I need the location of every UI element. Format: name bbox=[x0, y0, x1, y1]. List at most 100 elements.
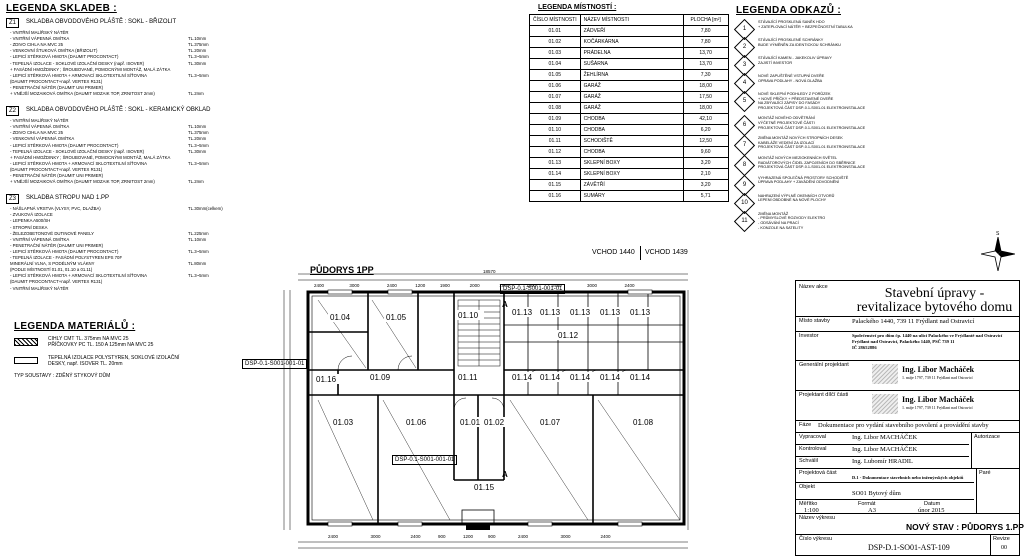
room-label: 01.06 bbox=[406, 418, 427, 427]
room-name: GARÁŽ bbox=[579, 80, 684, 92]
composition-title: SKLADBA STROPU NAD 1.PP bbox=[26, 195, 110, 202]
composition-layer: - PENETRAČNÍ NÁTĚR (DAUMIT UNI PRIMER) bbox=[10, 242, 104, 248]
dimension-label: 1900 bbox=[499, 283, 510, 288]
tb-drawn: Ing. Libor MACHÁČEK bbox=[852, 434, 918, 441]
room-label: 01.13 bbox=[600, 308, 621, 317]
composition-layer: - VNITŘNÍ VÁPENNÁ OMÍTKA bbox=[10, 36, 70, 42]
tb-label: Datum bbox=[924, 501, 941, 507]
room-label: 01.14 bbox=[512, 373, 533, 382]
section-ref-code: DSP-0.1-S001-001-01 bbox=[392, 455, 458, 465]
reference-number-text: 8 bbox=[742, 162, 747, 168]
tb-checked: Ing. Libor MACHÁČEK bbox=[852, 446, 918, 453]
tb-label: Projektová část bbox=[799, 470, 837, 476]
composition-thickness: TL.10mm bbox=[188, 236, 207, 242]
room-name: SUŠÁRNA bbox=[579, 58, 684, 70]
composition-layer: - TEPELNÁ IZOLACE - FASÁDNÍ POLYSTYREN E… bbox=[10, 255, 123, 260]
room-name: ZÁVĚTŘÍ bbox=[579, 179, 684, 191]
tb-drawing-no: DSP-D.1-SO01-AST-109 bbox=[868, 543, 950, 552]
room-number: 01.11 bbox=[529, 135, 581, 147]
room-number: 01.06 bbox=[529, 80, 581, 92]
section-ref-label: DSP-0.1-S001-001-01 bbox=[392, 448, 458, 466]
room-number: 01.15 bbox=[529, 179, 581, 191]
project-title: Stavební úpravy - revitalizace bytového … bbox=[856, 286, 1013, 315]
material-swatch-insulation bbox=[14, 357, 38, 364]
reference-number: 6 bbox=[733, 115, 756, 137]
tb-label: Revize bbox=[993, 536, 1010, 542]
room-area: 12,50 bbox=[682, 135, 729, 147]
reference-number-text: 9 bbox=[742, 181, 747, 188]
composition-layer: (PODLE MÍSTNOSTÍ 01.01, 01.10 a 01.11) bbox=[10, 267, 93, 273]
room-label: 01.13 bbox=[570, 308, 591, 317]
tb-part: D.1 - Dokumentace stavebních nebo inžený… bbox=[852, 475, 964, 480]
composition-layer: (DAUMIT PROCONTACT+např. VERTEX R131) bbox=[10, 279, 103, 285]
reference-number-text: 7 bbox=[742, 142, 747, 149]
composition-layer: MINERÁLNÍ VLNA, S PODÉLNÝM VLÁKNY bbox=[10, 261, 95, 267]
composition-layer: - TEPELNÁ IZOLACE - SOKLOVÉ IZOLAČNÍ DES… bbox=[10, 148, 145, 154]
reference-text: VYHRAZENÁ SPOLEČNÁ PROSTORY SCHODIŠTĚ ÚP… bbox=[758, 175, 849, 185]
composition-thickness: TL.2mm bbox=[188, 179, 204, 185]
composition-thickness: TL.30mm bbox=[188, 60, 207, 66]
composition-layer: - LEPICÍ STĚRKOVÁ HMOTA (DAUMIT PROCONTA… bbox=[10, 142, 119, 148]
room-area: 17,50 bbox=[682, 91, 729, 103]
room-area: 5,71 bbox=[682, 190, 729, 202]
room-area: 7,30 bbox=[682, 69, 729, 81]
dimension-label: 2400 bbox=[328, 534, 339, 539]
room-label: 01.03 bbox=[333, 418, 354, 427]
tb-investor: Společenství pro dům čp. 1440 na ulici P… bbox=[852, 333, 1003, 350]
dimension-label: 900 bbox=[438, 534, 446, 539]
tb-label: Název akce bbox=[799, 284, 828, 290]
dimension-label: 1200 bbox=[415, 283, 426, 288]
tb-designer-info: 1. máje 1797, 739 11 Frýdlant nad Ostrav… bbox=[902, 375, 973, 380]
reference-text: MONTÁŽ NOVÉHO ODVĚTRÁNÍ VÝČETNĚ PROJEKTO… bbox=[758, 116, 866, 130]
plan-title: PŮDORYS 1PP bbox=[310, 265, 374, 275]
composition-layer: (DAUMIT PROCONTACT+např. VERTEX R131) bbox=[10, 78, 103, 84]
room-area: 18,00 bbox=[682, 80, 729, 92]
dimension-label: 2400 bbox=[552, 283, 563, 288]
reference-number: 5 bbox=[733, 90, 756, 113]
room-label: 01.05 bbox=[386, 313, 407, 322]
composition-thickness: TL.30mm bbox=[188, 148, 207, 154]
composition-thickness: TL.3~5mm bbox=[188, 54, 209, 60]
material-text: TEPELNÁ IZOLACE POLYSTYREN, SOKLOVÉ IZOL… bbox=[48, 355, 180, 367]
section-ref-label: DSP-0.1-S001-001-01 bbox=[500, 277, 566, 295]
reference-number-text: 6 bbox=[742, 122, 747, 129]
section-mark: A bbox=[502, 470, 508, 479]
composition-code: Z3 bbox=[6, 194, 20, 205]
room-area: 3,20 bbox=[682, 157, 729, 169]
tb-object: SO01 Bytový dům bbox=[852, 490, 901, 497]
tb-label: Měřítko bbox=[799, 501, 818, 507]
dimension-label: 2400 bbox=[518, 534, 529, 539]
composition-layer: - VNITŘNÍ VÁPENNÁ OMÍTKA bbox=[10, 124, 70, 130]
north-arrow: S bbox=[980, 231, 1016, 272]
tb-label: Kontroloval bbox=[799, 446, 827, 452]
composition-layer: - VNITŘNÍ MALÍŘSKÝ NÁTĚR bbox=[10, 118, 69, 124]
entry-label-1440: VCHOD 1440 bbox=[592, 249, 635, 256]
reference-text: ZMĚNA MONTÁŽ - PRŮMYSLOVÉ ROZVODY ELEKTR… bbox=[758, 211, 826, 230]
composition-thickness: TL.3~5mm bbox=[188, 248, 209, 254]
room-label: 01.01 bbox=[460, 418, 481, 427]
section-ref-code: DSP-0.1-S001-001-01 bbox=[242, 359, 308, 369]
room-number: 01.04 bbox=[529, 58, 581, 70]
composition-code: Z2 bbox=[6, 106, 20, 117]
reference-text: NOVÉ ZAPUŠTĚNÉ VSTUPNÍ DVEŘE OPRAVA PODL… bbox=[758, 74, 825, 83]
composition-layer: + VNĚJŠÍ MOZAIKOVÁ OMÍTKA (DAUMIT MOZAIK… bbox=[10, 179, 155, 185]
room-label: 01.16 bbox=[316, 375, 337, 384]
room-name: GARÁŽ bbox=[579, 91, 684, 103]
room-number: 01.14 bbox=[529, 168, 581, 180]
tb-label: Formát bbox=[858, 501, 876, 507]
room-label: 01.14 bbox=[570, 373, 591, 382]
reference-number: 11 bbox=[733, 210, 756, 232]
room-name: SCHODIŠTĚ bbox=[579, 135, 684, 147]
room-number: 01.16 bbox=[529, 190, 581, 202]
room-number: 01.07 bbox=[529, 91, 581, 103]
reference-number-text: 1 bbox=[742, 26, 747, 32]
room-area: 18,00 bbox=[682, 102, 729, 114]
composition-layer: + FASÁDNÍ HMOŽDINKY ; ŠROUBOVANÉ, POMOCN… bbox=[10, 66, 171, 72]
composition-layer: - TEPELNÁ IZOLACE - SOKLOVÉ IZOLAČNÍ DES… bbox=[10, 60, 145, 66]
